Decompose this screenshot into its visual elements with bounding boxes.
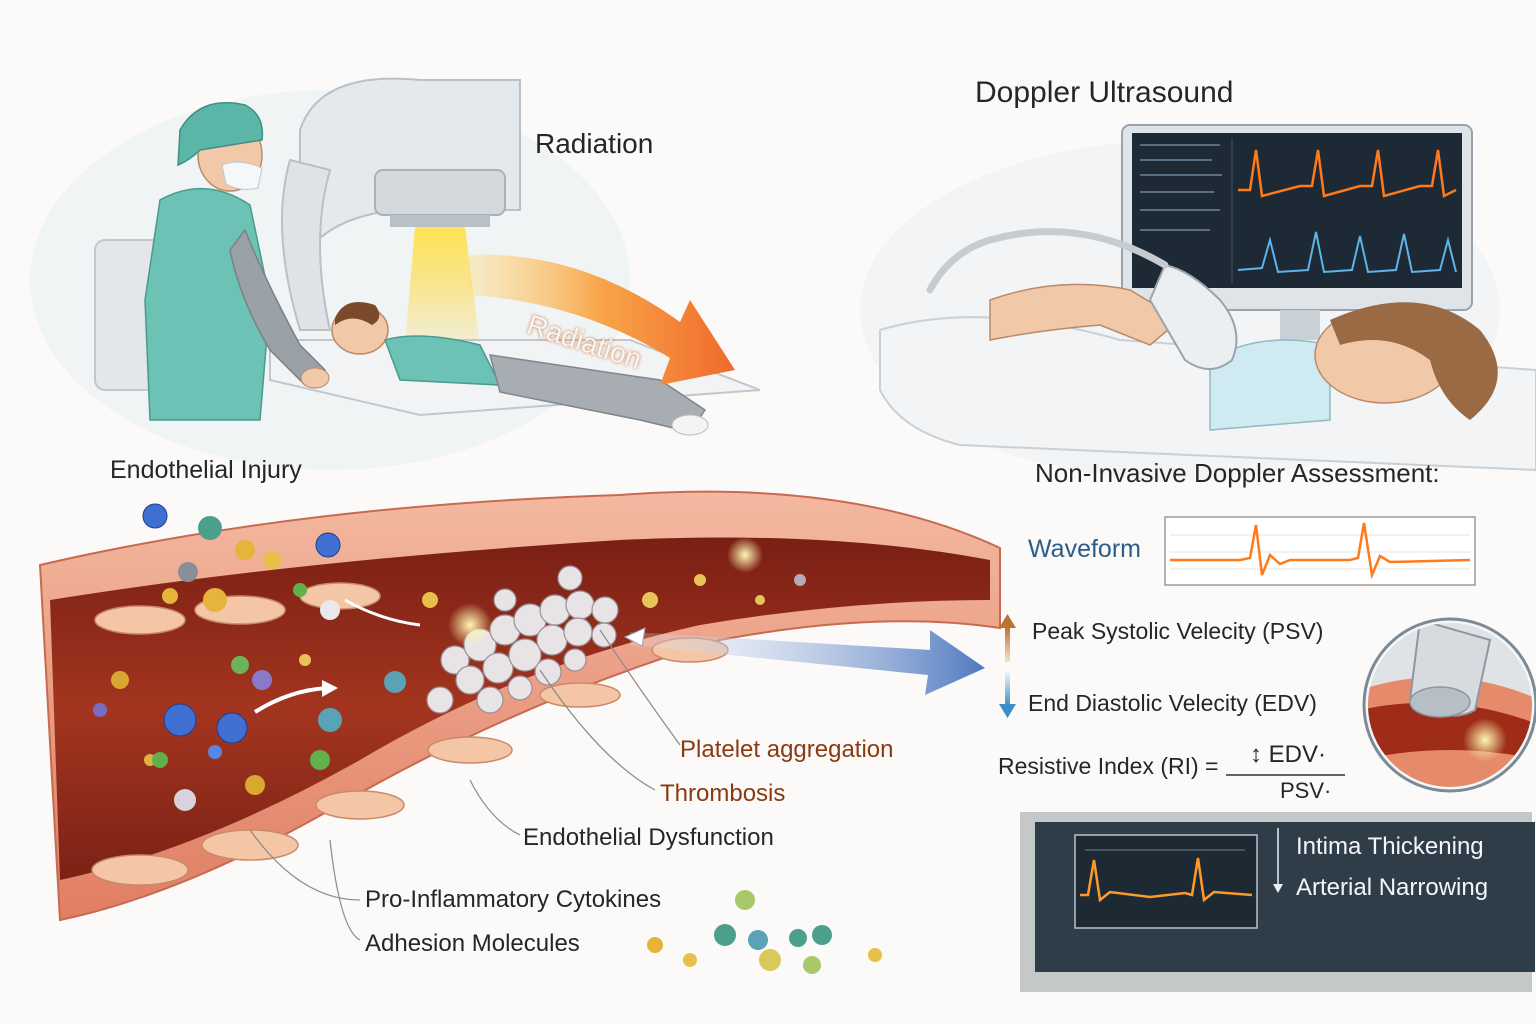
psv-label: Peak Systolic Velecity (PSV) (1032, 618, 1324, 644)
edv-label: End Diastolic Velecity (EDV) (1028, 690, 1317, 716)
radiation-arrow-icon (465, 254, 735, 385)
assessment-title: Non-Invasive Doppler Assessment: (1035, 458, 1440, 488)
cytokine-molecules-bottom (647, 890, 882, 974)
platelet-aggregation-label: Platelet aggregation (680, 736, 894, 763)
waveform-box (1164, 516, 1476, 586)
platelet-aggregate (426, 565, 619, 714)
adhesion-molecules-label: Adhesion Molecules (365, 930, 580, 957)
cytokine-molecules-top (142, 503, 341, 620)
ri-numerator: ↕ EDV· (1250, 741, 1327, 768)
endothelial-dysfunction-label: Endothelial Dysfunction (523, 824, 774, 851)
artery-cross-section (38, 490, 1001, 922)
intima-ultrasound-panel (1020, 812, 1535, 992)
up-arrow-icon (999, 614, 1016, 662)
radiation-title: Radiation (535, 128, 654, 159)
intima-thickening-label: Intima Thickening (1296, 833, 1484, 860)
down-arrow-icon (999, 672, 1016, 718)
radiation-scene (30, 77, 761, 470)
ri-label: Resistive Index (RI) = (998, 753, 1219, 779)
leader-lines (249, 629, 681, 941)
doppler-title: Doppler Ultrasound (975, 76, 1234, 109)
endothelial-injury-label: Endothelial Injury (110, 456, 302, 484)
ri-denominator: PSV· (1280, 778, 1332, 803)
cytokines-label: Pro-Inflammatory Cytokines (365, 886, 662, 913)
waveform-label: Waveform (1028, 535, 1141, 563)
ultrasound-probe-icon (1362, 617, 1536, 793)
artery-lumen (50, 537, 990, 880)
blood-cells (93, 574, 806, 811)
blue-assessment-arrow-icon (630, 630, 985, 695)
doppler-scene (860, 124, 1536, 480)
thrombosis-label: Thrombosis (660, 780, 786, 807)
arterial-narrowing-label: Arterial Narrowing (1296, 874, 1489, 901)
